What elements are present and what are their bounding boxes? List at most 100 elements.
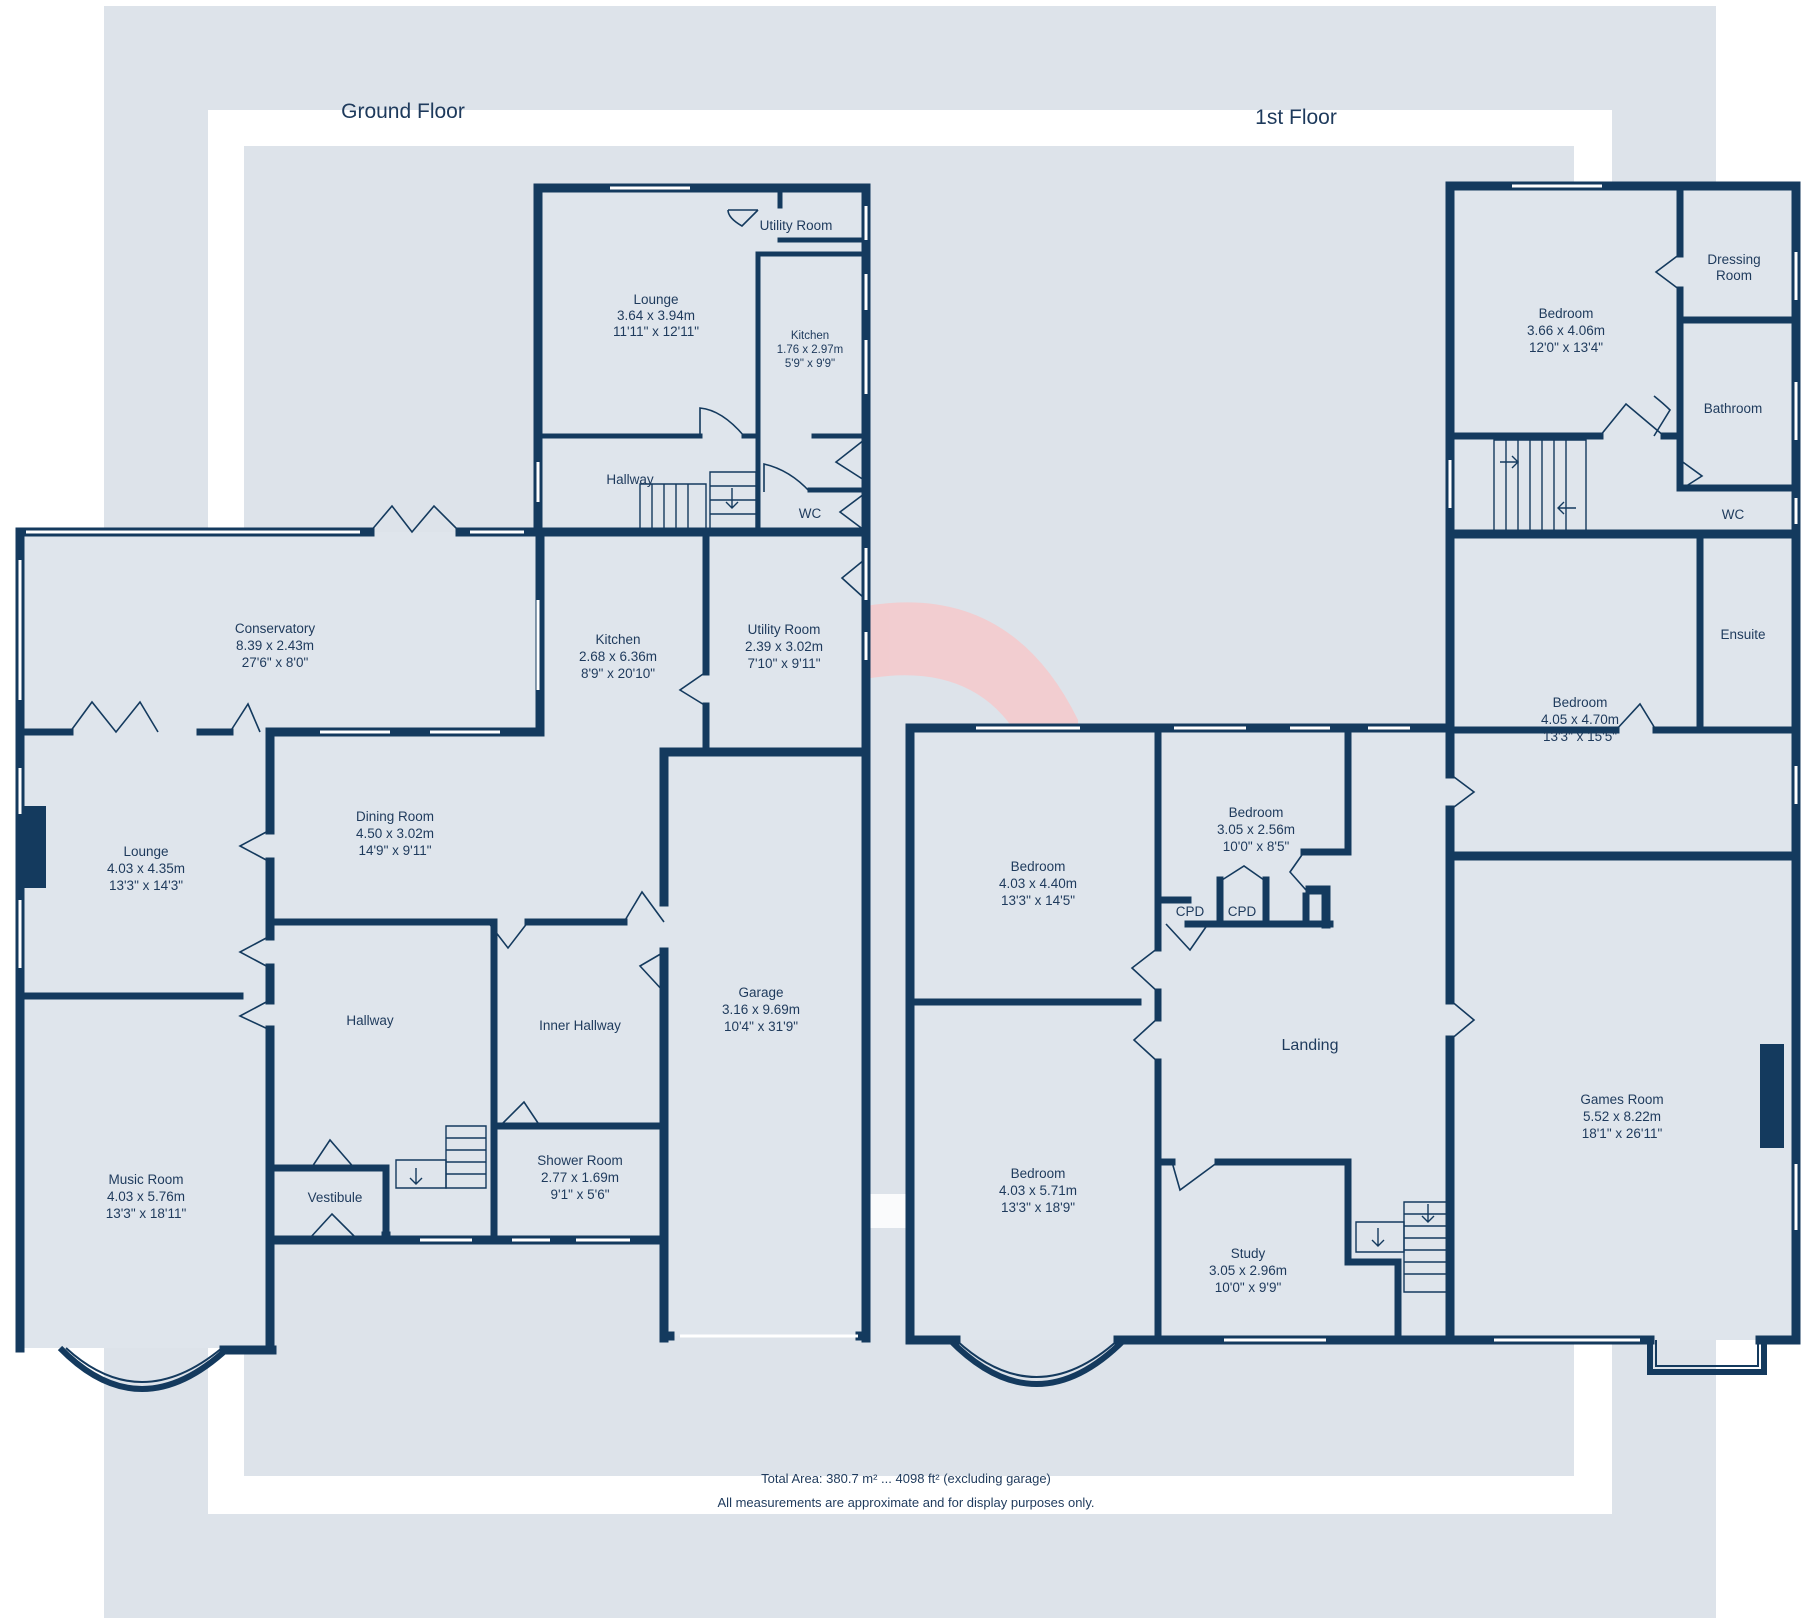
svg-text:4.03 x 4.40m: 4.03 x 4.40m — [999, 876, 1077, 891]
door-icon — [1165, 923, 1209, 952]
svg-text:14'9" x 9'11": 14'9" x 9'11" — [358, 843, 431, 858]
fireplaces — [22, 806, 1784, 1148]
svg-text:13'3" x 18'11": 13'3" x 18'11" — [106, 1206, 187, 1221]
door-icon — [1130, 947, 1159, 993]
svg-text:Shower Room: Shower Room — [537, 1153, 623, 1168]
svg-text:2.77 x 1.69m: 2.77 x 1.69m — [541, 1170, 619, 1185]
svg-text:4.50 x 3.02m: 4.50 x 3.02m — [356, 826, 434, 841]
door-icon — [840, 559, 865, 599]
svg-text:27'6" x 8'0": 27'6" x 8'0" — [242, 655, 309, 670]
room-label-lounge: Lounge 4.03 x 4.35m 13'3" x 14'3" — [107, 844, 185, 893]
door-icon — [69, 700, 159, 734]
room-label-dressing-room: Dressing Room — [1707, 252, 1760, 283]
arrow-right-icon — [1500, 455, 1519, 469]
svg-text:13'3" x 15'5": 13'3" x 15'5" — [1543, 729, 1617, 744]
door-icon — [699, 407, 745, 437]
room-label-games-room: Games Room 5.52 x 8.22m 18'1" x 26'11" — [1580, 1092, 1663, 1141]
room-label-vestibule: Vestibule — [308, 1190, 363, 1205]
svg-text:Bedroom: Bedroom — [1229, 805, 1284, 820]
room-label-utility-upper: Utility Room — [760, 218, 833, 233]
door-icon — [229, 702, 261, 733]
svg-text:13'3" x 18'9": 13'3" x 18'9" — [1001, 1200, 1075, 1215]
svg-text:Study: Study — [1231, 1246, 1266, 1261]
room-fills — [20, 186, 1796, 1348]
room-label-utility: Utility Room 2.39 x 3.02m 7'10" x 9'11" — [745, 622, 823, 671]
svg-text:4.03 x 5.76m: 4.03 x 5.76m — [107, 1189, 185, 1204]
fireplace-icon — [22, 806, 46, 888]
door-icon — [838, 493, 865, 531]
doors — [69, 209, 1704, 1239]
svg-text:13'3" x 14'3": 13'3" x 14'3" — [109, 878, 183, 893]
staircases — [395, 439, 1587, 1293]
room-label-dining-room: Dining Room 4.50 x 3.02m 14'9" x 9'11" — [356, 809, 434, 858]
room-label-kitchen: Kitchen 2.68 x 6.36m 8'9" x 20'10" — [579, 632, 657, 681]
door-icon — [238, 999, 271, 1031]
svg-text:Kitchen: Kitchen — [595, 632, 640, 647]
svg-text:Conservatory: Conservatory — [235, 621, 316, 636]
room-label-bathroom: Bathroom — [1704, 401, 1763, 416]
door-icon — [638, 951, 665, 993]
door-icon — [309, 1212, 357, 1239]
room-label-garage: Garage 3.16 x 9.69m 10'4" x 31'9" — [722, 985, 800, 1034]
disclaimer-text: All measurements are approximate and for… — [718, 1495, 1095, 1510]
svg-text:Dressing: Dressing — [1707, 252, 1760, 267]
svg-text:4.05 x 4.70m: 4.05 x 4.70m — [1541, 712, 1619, 727]
door-icon — [834, 439, 865, 481]
svg-text:3.16 x 9.69m: 3.16 x 9.69m — [722, 1002, 800, 1017]
svg-text:Bedroom: Bedroom — [1011, 1166, 1066, 1181]
door-icon — [238, 935, 271, 969]
bay-windows — [57, 1337, 1767, 1392]
svg-text:Kitchen: Kitchen — [791, 330, 829, 342]
arrow-left-icon — [1557, 501, 1576, 515]
svg-text:12'0" x 13'4": 12'0" x 13'4" — [1529, 340, 1603, 355]
door-icon — [1132, 1017, 1159, 1063]
room-label-hallway: Hallway — [346, 1013, 394, 1028]
door-icon — [623, 890, 665, 923]
room-label-hallway-upper: Hallway — [606, 472, 654, 487]
room-label-bedroom-upper: Bedroom 3.66 x 4.06m 12'0" x 13'4" — [1527, 306, 1605, 355]
door-icon — [309, 1138, 357, 1171]
door-icon — [1221, 865, 1265, 881]
room-label-study: Study 3.05 x 2.96m 10'0" x 9'9" — [1209, 1246, 1287, 1295]
room-label-wc-first: WC — [1722, 507, 1745, 522]
room-label-music-room: Music Room 4.03 x 5.76m 13'3" x 18'11" — [106, 1172, 187, 1221]
svg-text:9'1" x 5'6": 9'1" x 5'6" — [550, 1187, 609, 1202]
svg-text:3.66 x 4.06m: 3.66 x 4.06m — [1527, 323, 1605, 338]
door-icon — [1449, 999, 1476, 1041]
fireplace-icon — [1760, 1044, 1784, 1148]
svg-text:3.64 x 3.94m: 3.64 x 3.94m — [617, 308, 695, 323]
svg-text:3.05 x 2.96m: 3.05 x 2.96m — [1209, 1263, 1287, 1278]
door-icon — [1171, 1161, 1219, 1192]
door-icon — [499, 1100, 541, 1127]
room-label-bedroom-small: Bedroom 3.05 x 2.56m 10'0" x 8'5" — [1217, 805, 1295, 854]
svg-text:4.03 x 4.35m: 4.03 x 4.35m — [107, 861, 185, 876]
room-label-kitchen-upper: Kitchen 1.76 x 2.97m 5'9" x 9'9" — [777, 330, 843, 370]
svg-text:11'11" x 12'11": 11'11" x 12'11" — [613, 324, 699, 339]
room-label-ensuite: Ensuite — [1720, 627, 1765, 642]
svg-text:2.68 x 6.36m: 2.68 x 6.36m — [579, 649, 657, 664]
room-label-shower-room: Shower Room 2.77 x 1.69m 9'1" x 5'6" — [537, 1153, 623, 1202]
arrow-down-icon — [409, 1168, 423, 1185]
svg-text:10'4" x 31'9": 10'4" x 31'9" — [724, 1019, 798, 1034]
room-label-lounge-upper: Lounge 3.64 x 3.94m 11'11" x 12'11" — [613, 292, 699, 339]
svg-text:1.76 x 2.97m: 1.76 x 2.97m — [777, 344, 843, 356]
svg-text:Music Room: Music Room — [108, 1172, 183, 1187]
svg-text:Utility Room: Utility Room — [748, 622, 821, 637]
room-label-landing: Landing — [1282, 1037, 1339, 1054]
door-icon — [763, 462, 811, 493]
svg-text:8'9" x 20'10": 8'9" x 20'10" — [581, 666, 655, 681]
room-label-inner-hallway: Inner Hallway — [539, 1018, 621, 1033]
door-icon — [727, 209, 759, 227]
door-icon — [1615, 702, 1657, 731]
svg-text:5'9" x 9'9": 5'9" x 9'9" — [785, 358, 835, 370]
first-floor-title: 1st Floor — [1255, 106, 1337, 129]
svg-text:10'0" x 8'5": 10'0" x 8'5" — [1223, 839, 1290, 854]
room-label-cpd-2: CPD — [1228, 904, 1257, 919]
room-label-cpd-1: CPD — [1176, 904, 1205, 919]
arrow-down-icon — [1421, 1204, 1435, 1223]
svg-text:Lounge: Lounge — [633, 292, 678, 307]
svg-text:Garage: Garage — [738, 985, 783, 1000]
room-label-wc-ground: WC — [799, 506, 822, 521]
svg-text:13'3" x 14'5": 13'3" x 14'5" — [1001, 893, 1075, 908]
svg-text:8.39 x 2.43m: 8.39 x 2.43m — [236, 638, 314, 653]
